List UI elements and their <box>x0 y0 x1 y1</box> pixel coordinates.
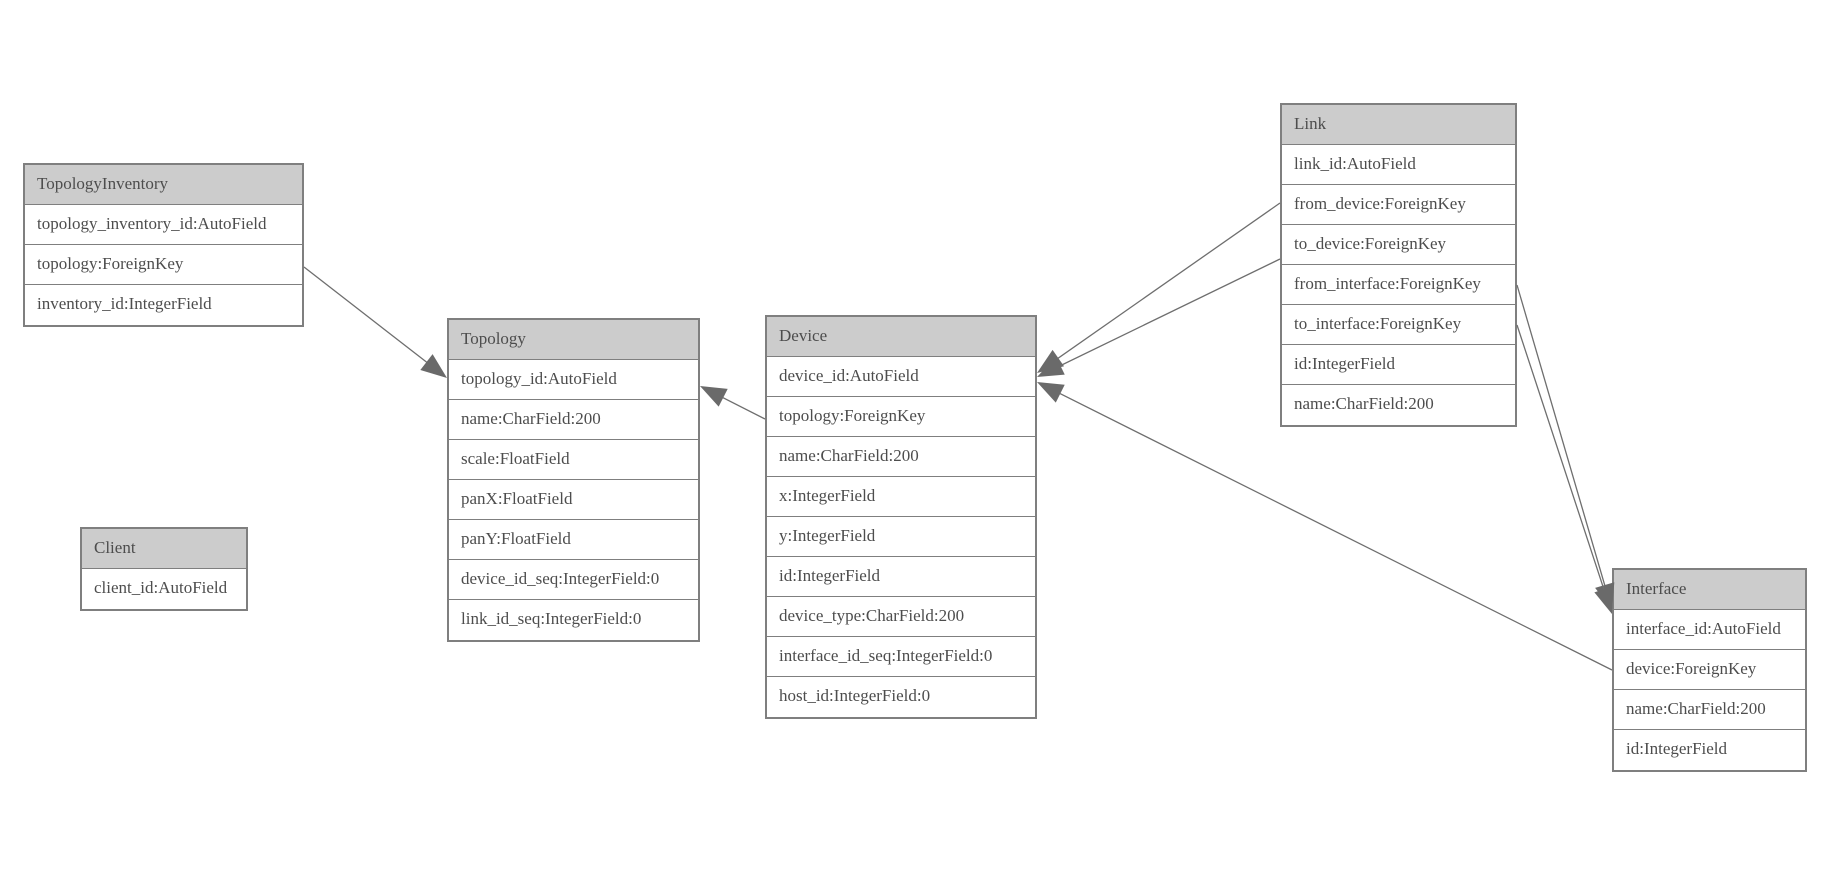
entity-client[interactable]: Client client_id:AutoField <box>80 527 248 611</box>
field-topology-link_id_seq: link_id_seq:IntegerField:0 <box>461 609 642 628</box>
field-link-name: name:CharField:200 <box>1294 394 1434 413</box>
field-link-link_id: link_id:AutoField <box>1282 145 1515 185</box>
field-device-device_id: device_id:AutoField <box>767 357 1035 397</box>
relation-line-link-todevice-device <box>1040 258 1281 376</box>
field-device-id: id:IntegerField <box>767 557 1035 597</box>
relation-line-device-topology <box>703 387 766 420</box>
relation-line-link-fromdevice-device <box>1039 202 1281 372</box>
field-topology-topology_id: topology_id:AutoField <box>449 360 698 400</box>
relation-line-topologyinventory-topology <box>303 266 445 377</box>
entity-title-interface: Interface <box>1614 570 1805 610</box>
relation-arrowhead-link-fromdevice-device <box>1037 349 1065 373</box>
relation-arrowhead-link-tointerface-interface <box>1594 586 1614 614</box>
field-link-from_interface: from_interface:ForeignKey <box>1282 265 1515 305</box>
relation-line-link-frominterface-interface <box>1516 284 1612 607</box>
field-topology-panX: panX:FloatField <box>449 480 698 520</box>
field-topology-panY: panY:FloatField <box>449 520 698 560</box>
entity-title-topology: Topology <box>449 320 698 360</box>
relation-arrowhead-device-topology <box>700 386 728 407</box>
entity-title-device: Device <box>767 317 1035 357</box>
relation-arrowhead-link-todevice-device <box>1037 356 1065 377</box>
field-link-to_interface: to_interface:ForeignKey <box>1282 305 1515 345</box>
field-topology_inventory-topology: topology:ForeignKey <box>25 245 302 285</box>
field-topology-name: name:CharField:200 <box>449 400 698 440</box>
field-link-from_device: from_device:ForeignKey <box>1282 185 1515 225</box>
field-device-x: x:IntegerField <box>767 477 1035 517</box>
field-link-to_device: to_device:ForeignKey <box>1282 225 1515 265</box>
field-device-name: name:CharField:200 <box>767 437 1035 477</box>
field-topology-scale: scale:FloatField <box>449 440 698 480</box>
field-client-client_id: client_id:AutoField <box>94 578 228 597</box>
entity-title-link: Link <box>1282 105 1515 145</box>
field-device-device_type: device_type:CharField:200 <box>767 597 1035 637</box>
field-topology_inventory-topology_inventory_id: topology_inventory_id:AutoField <box>25 205 302 245</box>
field-device-y: y:IntegerField <box>767 517 1035 557</box>
field-interface-interface_id: interface_id:AutoField <box>1614 610 1805 650</box>
entity-title-topology_inventory: TopologyInventory <box>25 165 302 205</box>
field-interface-name: name:CharField:200 <box>1614 690 1805 730</box>
relation-line-link-tointerface-interface <box>1516 324 1612 611</box>
field-link-id: id:IntegerField <box>1282 345 1515 385</box>
entity-title-client: Client <box>82 529 246 569</box>
field-topology_inventory-inventory_id: inventory_id:IntegerField <box>37 294 212 313</box>
relation-arrowhead-interface-device <box>1037 382 1065 403</box>
field-device-host_id: host_id:IntegerField:0 <box>779 686 931 705</box>
relation-arrowhead-topologyinventory-topology <box>420 354 447 378</box>
field-interface-id: id:IntegerField <box>1626 739 1728 758</box>
field-interface-device: device:ForeignKey <box>1614 650 1805 690</box>
field-topology-device_id_seq: device_id_seq:IntegerField:0 <box>449 560 698 600</box>
field-device-topology: topology:ForeignKey <box>767 397 1035 437</box>
field-device-interface_id_seq: interface_id_seq:IntegerField:0 <box>767 637 1035 677</box>
